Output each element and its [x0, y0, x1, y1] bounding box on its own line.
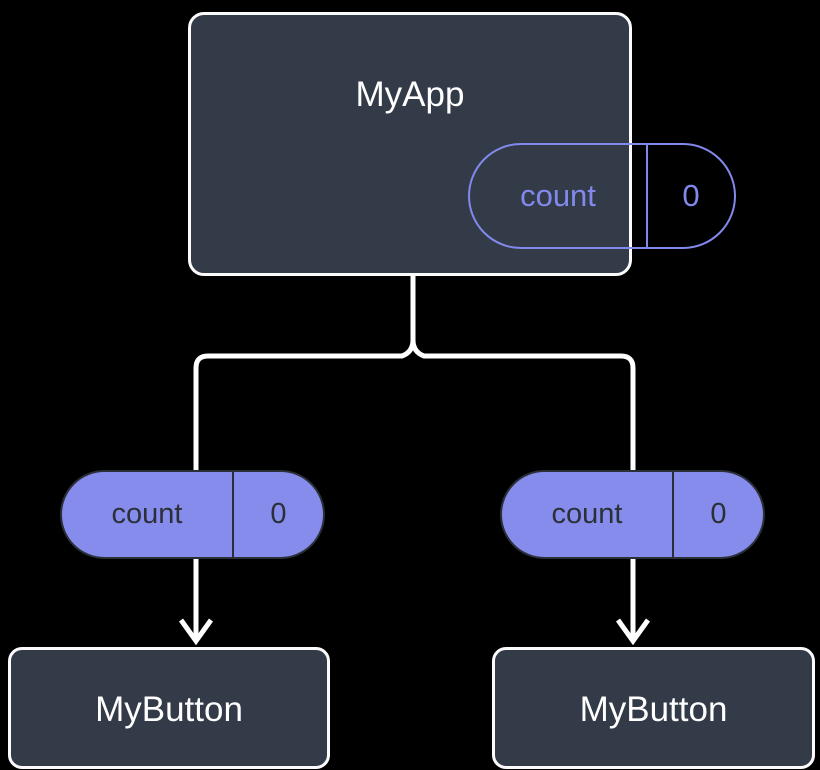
- state-pill-myapp[interactable]: count 0: [468, 143, 736, 249]
- branch-connector-icon: [193, 276, 416, 470]
- branch-connector-right-icon: [410, 339, 636, 470]
- component-label-myapp: MyApp: [355, 75, 465, 114]
- component-label-mybutton-left: MyButton: [95, 690, 243, 729]
- arrow-down-left-icon: [178, 618, 214, 646]
- component-node-myapp[interactable]: MyApp count 0: [188, 12, 736, 276]
- state-key-label: count: [520, 178, 596, 213]
- prop-key-label: count: [551, 498, 623, 530]
- arrow-down-right-icon: [615, 618, 651, 646]
- prop-pill-right[interactable]: count 0: [500, 470, 765, 559]
- component-node-mybutton-right[interactable]: MyButton: [492, 647, 815, 769]
- prop-value-label: 0: [232, 472, 323, 557]
- component-label-mybutton-right: MyButton: [579, 690, 728, 729]
- prop-key-label: count: [111, 498, 183, 530]
- component-node-mybutton-left[interactable]: MyButton: [8, 647, 330, 769]
- prop-pill-left[interactable]: count 0: [60, 470, 325, 559]
- prop-value-label: 0: [672, 472, 763, 557]
- state-value-label: 0: [646, 145, 734, 247]
